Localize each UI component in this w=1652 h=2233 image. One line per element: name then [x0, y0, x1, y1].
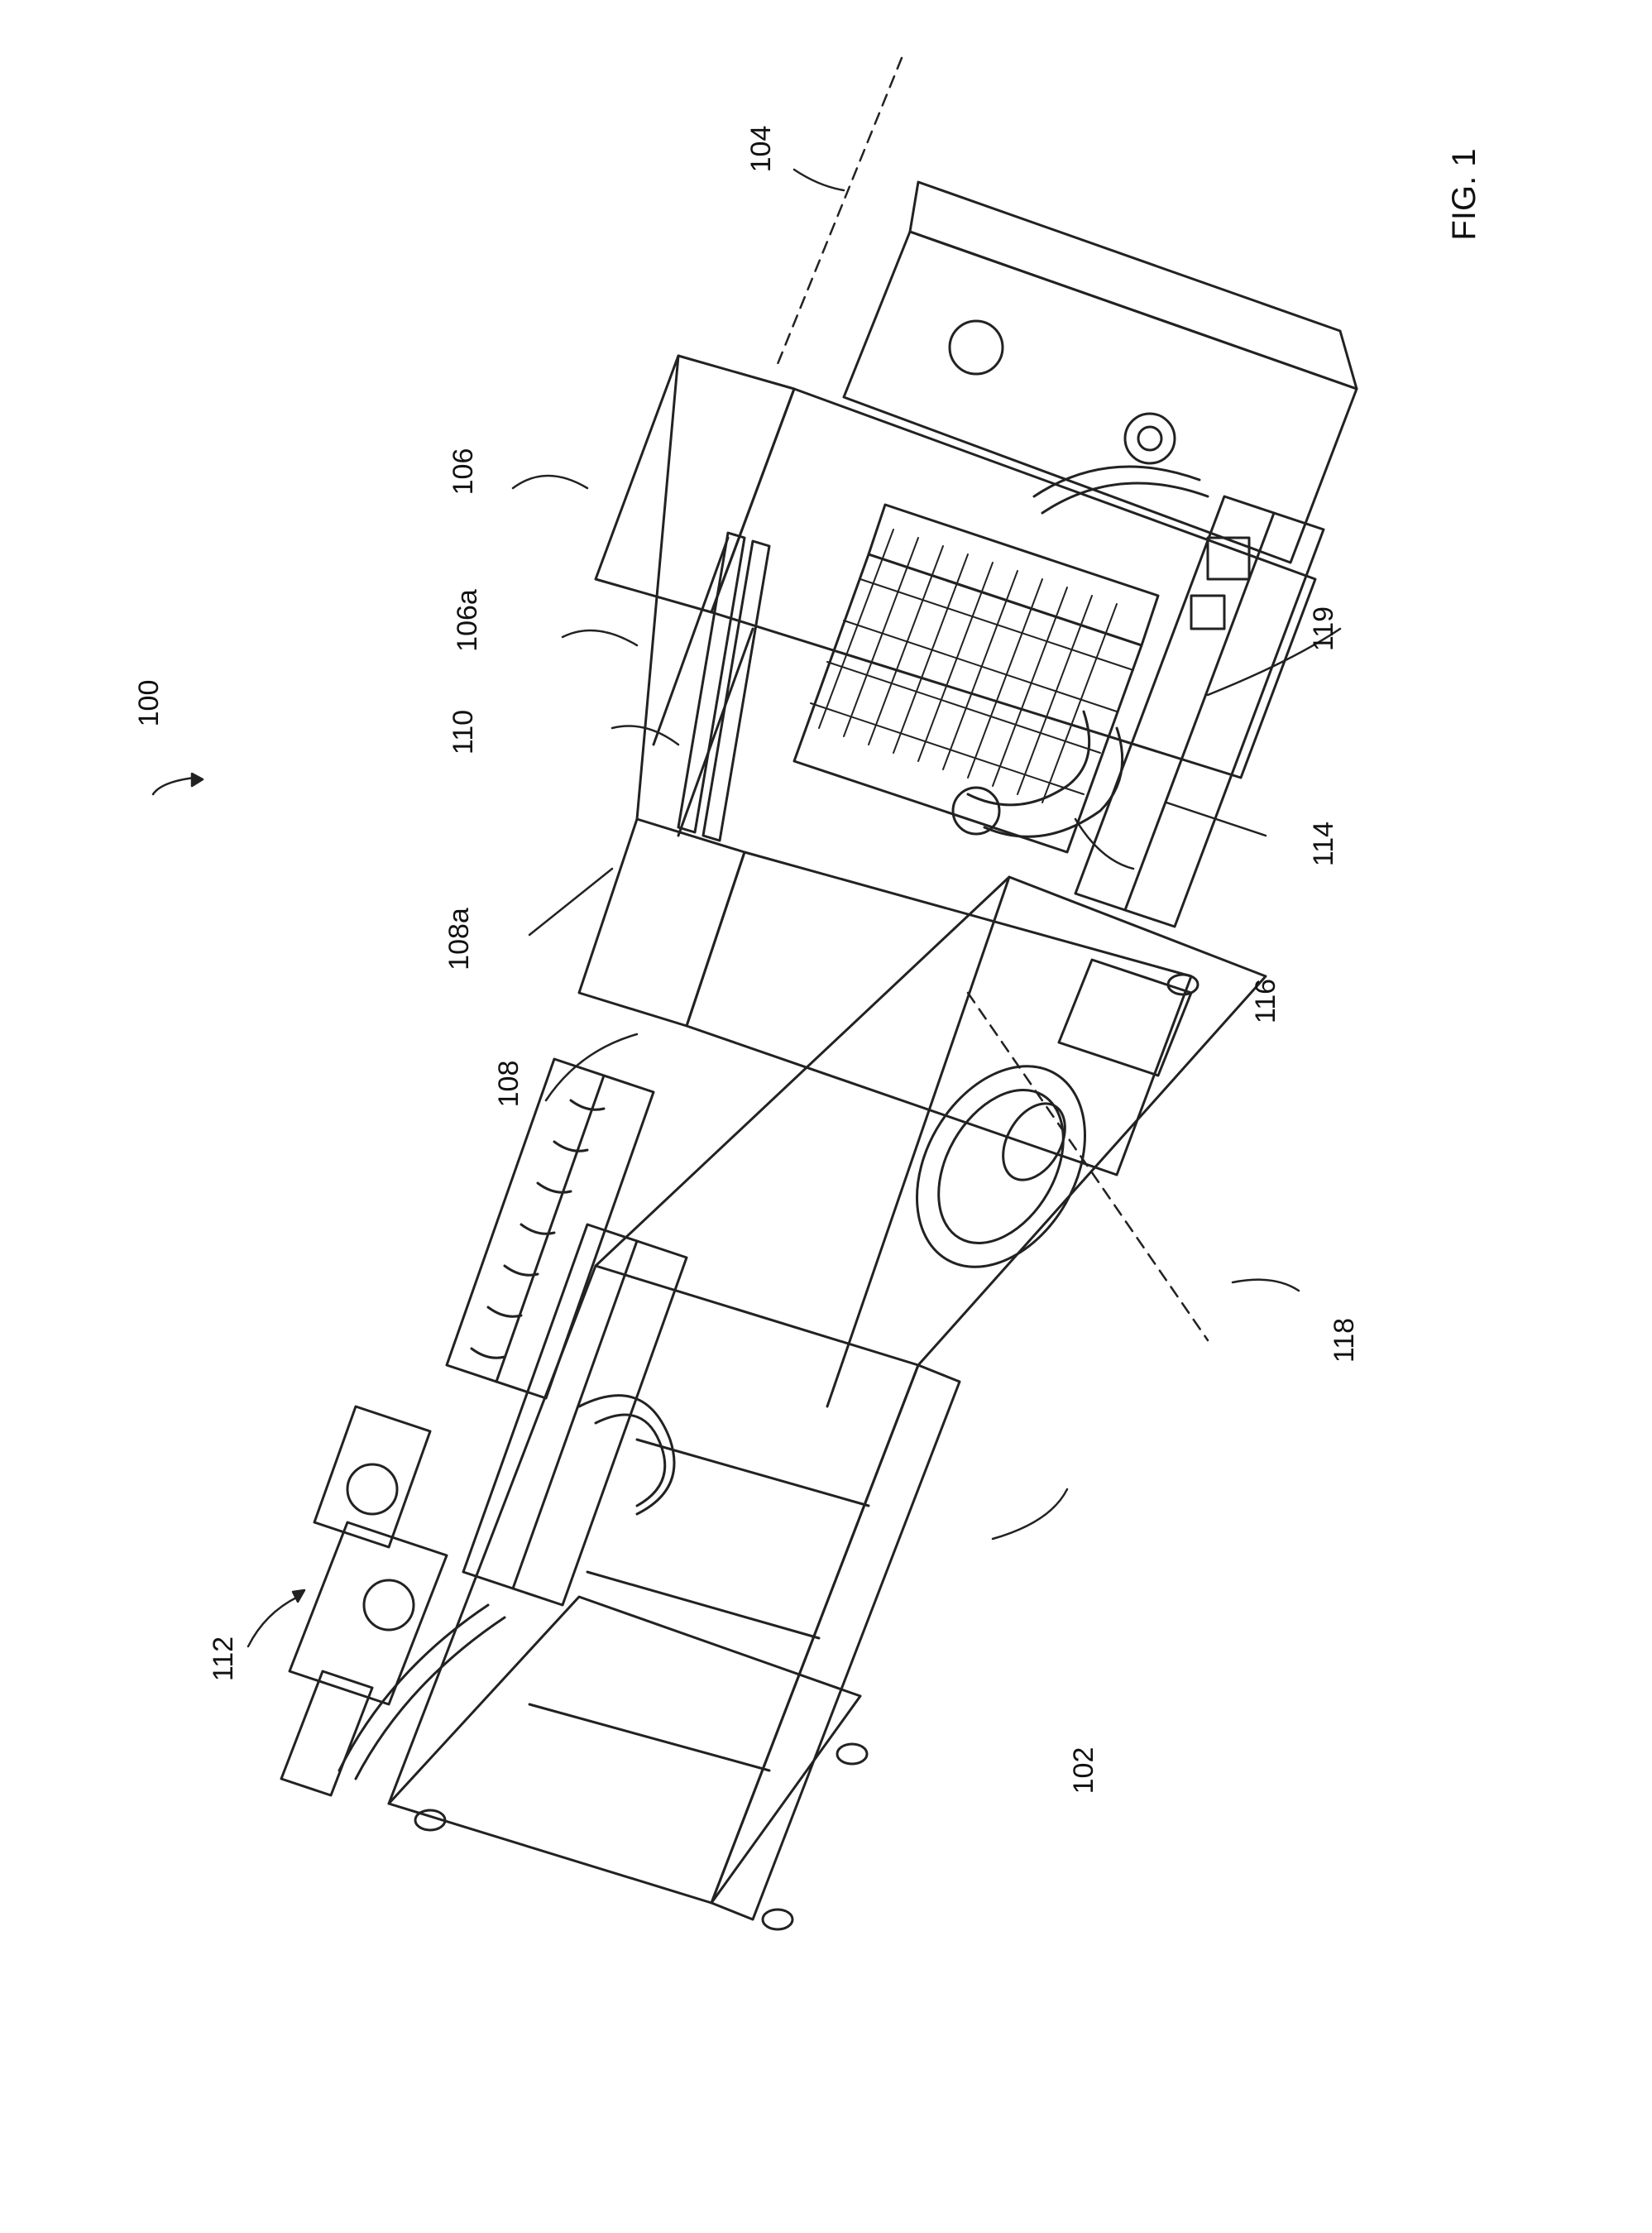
ref-label-100: 100: [135, 680, 163, 727]
clamp-unit: [579, 356, 1315, 1175]
ref-label-119: 119: [1310, 606, 1338, 651]
ref-label-108: 108: [495, 1061, 523, 1108]
ref-label-108a: 108a: [445, 908, 473, 970]
ref-label-106: 106: [449, 448, 477, 496]
cooling-hose: [953, 712, 1123, 836]
ref-label-118: 118: [1330, 1318, 1358, 1363]
arrow-112: [248, 1590, 304, 1646]
ref-label-116: 116: [1252, 979, 1280, 1023]
arrow-100: [153, 774, 203, 794]
leader-lines: [513, 170, 1340, 1539]
ref-label-104: 104: [747, 126, 775, 173]
mold-assembly: [794, 505, 1158, 852]
ref-label-112: 112: [209, 1636, 237, 1681]
drive-unit: [281, 1406, 505, 1795]
ref-label-110: 110: [449, 710, 477, 755]
base-frame: [389, 877, 1266, 1929]
figure-caption: FIG. 1: [1448, 148, 1481, 240]
rear-block: [844, 182, 1357, 579]
ref-label-102: 102: [1070, 1747, 1098, 1795]
ref-label-106a: 106a: [453, 589, 481, 652]
barrel-assembly: [447, 1059, 687, 1605]
carousel-motor: [883, 960, 1191, 1297]
ref-label-114: 114: [1310, 822, 1338, 866]
